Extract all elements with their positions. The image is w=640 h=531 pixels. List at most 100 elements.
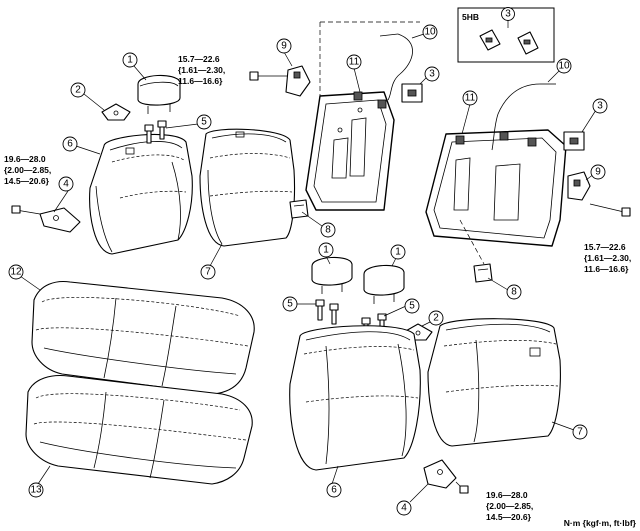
svg-text:7: 7 bbox=[205, 267, 211, 278]
callout-5-top: 5 bbox=[196, 114, 212, 130]
svg-text:6: 6 bbox=[67, 139, 73, 150]
svg-text:11: 11 bbox=[349, 57, 360, 68]
callout-7-center: 7 bbox=[200, 264, 216, 280]
callout-11-right: 11 bbox=[462, 90, 478, 106]
svg-text:4: 4 bbox=[401, 503, 407, 514]
svg-text:11: 11 bbox=[465, 93, 476, 104]
buckle-8-right bbox=[473, 263, 493, 283]
callout-10-top: 10 bbox=[422, 24, 438, 40]
variant-label: 5HB bbox=[462, 12, 479, 22]
svg-text:6: 6 bbox=[331, 485, 337, 496]
torque-right-line-1: 15.7—22.6 bbox=[584, 242, 626, 252]
torque-right-line-3: 11.6—16.6} bbox=[584, 264, 629, 274]
callout-5-lower-left: 5 bbox=[282, 296, 298, 312]
svg-text:10: 10 bbox=[424, 27, 436, 38]
callout-10-right: 10 bbox=[556, 58, 572, 74]
callout-13: 13 bbox=[28, 482, 44, 498]
latch-9-right bbox=[567, 171, 591, 201]
svg-text:10: 10 bbox=[558, 61, 570, 72]
callout-4-left: 4 bbox=[58, 176, 74, 192]
headrest-guides-top bbox=[144, 120, 167, 144]
headrest-top-left bbox=[137, 74, 181, 114]
svg-text:5: 5 bbox=[409, 301, 415, 312]
callout-2-top: 2 bbox=[70, 82, 86, 98]
hinge-bracket-4-left bbox=[11, 205, 81, 233]
svg-text:9: 9 bbox=[595, 167, 601, 178]
callout-6-top: 6 bbox=[62, 136, 78, 152]
cable-10-right bbox=[491, 83, 556, 151]
torque-line-2: {1.61—2.30, bbox=[178, 65, 225, 75]
buckle-8-center bbox=[289, 199, 309, 219]
svg-text:8: 8 bbox=[511, 287, 517, 298]
torque-left-line-2: {2.00—2.85, bbox=[4, 165, 51, 175]
torque-line-3: 11.6—16.6} bbox=[178, 76, 223, 86]
callout-3-5hb: 3 bbox=[501, 7, 515, 21]
svg-text:12: 12 bbox=[10, 267, 22, 278]
svg-text:1: 1 bbox=[323, 245, 329, 256]
svg-text:9: 9 bbox=[281, 41, 287, 52]
cover-3-right bbox=[563, 131, 585, 151]
torque-bottom-line-1: 19.6—28.0 bbox=[486, 490, 528, 500]
hinge-bracket-4-lower bbox=[423, 459, 469, 494]
callout-8-center: 8 bbox=[320, 222, 336, 238]
torque-spec-top: 15.7—22.6 {1.61—2.30, 11.6—16.6} bbox=[178, 54, 225, 86]
callout-6-lower: 6 bbox=[326, 482, 342, 498]
callout-1-top: 1 bbox=[122, 52, 138, 68]
callout-3-top: 3 bbox=[424, 66, 440, 82]
callout-2-lower: 2 bbox=[428, 310, 444, 326]
callout-11-center: 11 bbox=[346, 54, 362, 70]
svg-text:1: 1 bbox=[395, 247, 401, 258]
svg-text:5: 5 bbox=[201, 117, 207, 128]
svg-text:13: 13 bbox=[30, 485, 42, 496]
svg-text:3: 3 bbox=[505, 9, 511, 20]
seat-cushion-12 bbox=[31, 280, 255, 395]
torque-left-line-3: 14.5—20.6} bbox=[4, 176, 50, 186]
torque-spec-bottom: 19.6—28.0 {2.00—2.85, 14.5—20.6} bbox=[486, 490, 533, 522]
svg-text:4: 4 bbox=[63, 179, 69, 190]
callout-3-right: 3 bbox=[592, 98, 608, 114]
callout-4-lower: 4 bbox=[396, 500, 412, 516]
torque-right-line-2: {1.61—2.30, bbox=[584, 253, 631, 263]
svg-text:3: 3 bbox=[597, 101, 603, 112]
latch-9-top bbox=[285, 65, 311, 97]
seat-cushion-frame-13 bbox=[25, 374, 253, 485]
callout-9-top: 9 bbox=[276, 38, 292, 54]
callout-1-center-right: 1 bbox=[390, 244, 406, 260]
svg-text:1: 1 bbox=[127, 55, 133, 66]
seatback-left-upper bbox=[89, 133, 193, 255]
svg-text:2: 2 bbox=[433, 313, 439, 324]
torque-line-1: 15.7—22.6 bbox=[178, 54, 220, 64]
callouts: 1 2 5 6 4 7 9 10 11 3 8 3 10 11 3 9 8 1 … bbox=[8, 7, 608, 516]
seatback-frame-right bbox=[425, 129, 567, 247]
cable-10-top bbox=[379, 33, 413, 101]
seatback-center bbox=[199, 128, 296, 247]
torque-bottom-line-3: 14.5—20.6} bbox=[486, 512, 532, 522]
cover-3-top bbox=[401, 83, 423, 103]
leader-lines bbox=[19, 14, 597, 503]
bolt-right bbox=[621, 207, 631, 217]
seatback-lower-left bbox=[289, 325, 421, 471]
seatback-lower-right bbox=[427, 318, 561, 447]
svg-text:7: 7 bbox=[577, 427, 583, 438]
callout-8-right: 8 bbox=[506, 284, 522, 300]
callout-5-lower-right: 5 bbox=[404, 298, 420, 314]
svg-text:2: 2 bbox=[75, 85, 81, 96]
callout-9-right: 9 bbox=[590, 164, 606, 180]
callout-12: 12 bbox=[8, 264, 24, 280]
callout-1-center-left: 1 bbox=[318, 242, 334, 258]
torque-left-line-1: 19.6—28.0 bbox=[4, 154, 46, 164]
callout-7-lower: 7 bbox=[572, 424, 588, 440]
seatback-frame-center bbox=[305, 91, 395, 211]
svg-text:5: 5 bbox=[287, 299, 293, 310]
svg-text:8: 8 bbox=[325, 225, 331, 236]
headrest-center-left bbox=[311, 256, 353, 294]
torque-spec-right: 15.7—22.6 {1.61—2.30, 11.6—16.6} bbox=[584, 242, 631, 274]
torque-bottom-line-2: {2.00—2.85, bbox=[486, 501, 533, 511]
torque-spec-left: 19.6—28.0 {2.00—2.85, 14.5—20.6} bbox=[4, 154, 51, 186]
svg-text:3: 3 bbox=[429, 69, 435, 80]
bolt-top bbox=[249, 71, 259, 81]
hinge-bracket-2-top bbox=[101, 103, 131, 121]
headrest-center-right bbox=[363, 264, 405, 304]
units-note: N·m {kgf·m, ft·lbf} bbox=[564, 518, 637, 528]
